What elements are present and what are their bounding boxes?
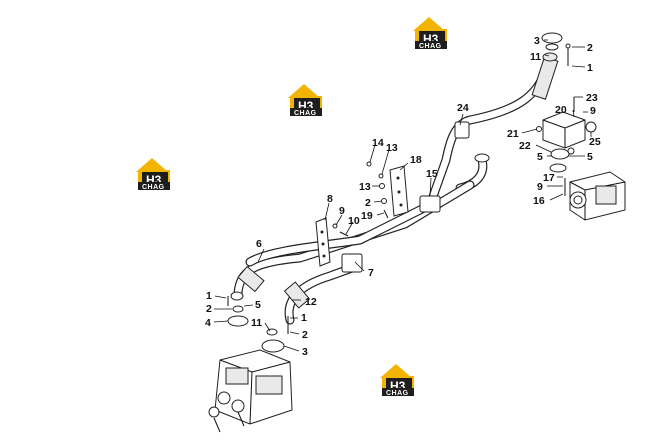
callout-5-right-b: 5 [587, 151, 593, 163]
hose-12 [283, 263, 357, 325]
bracket-8 [315, 217, 331, 267]
callout-24: 24 [457, 102, 469, 114]
callout-9-bracket: 9 [339, 205, 345, 217]
callout-17: 17 [543, 172, 555, 184]
callout-19: 19 [361, 210, 373, 222]
callout-4: 4 [205, 317, 211, 329]
hose-7 [245, 200, 435, 267]
flange-3 [261, 316, 289, 353]
callout-11-top: 11 [530, 51, 541, 63]
callout-2-left: 2 [206, 303, 212, 315]
callout-13-b: 13 [359, 181, 371, 193]
bracket-18 [389, 165, 409, 217]
logo-upper-left: H3 CHAG [288, 84, 322, 117]
logo-word: CHAG [386, 390, 409, 397]
control-valve [208, 349, 293, 433]
callout-5-right-a: 5 [537, 151, 543, 163]
callout-2-lower: 2 [302, 329, 308, 341]
leader-lines [213, 39, 592, 352]
callout-9-valve: 9 [590, 105, 596, 117]
callout-8: 8 [327, 193, 333, 205]
fitting-upper-3 [541, 32, 571, 66]
callout-11-left: 11 [251, 317, 262, 329]
callout-23: 23 [586, 92, 598, 104]
hardware [332, 97, 575, 237]
callout-1-left: 1 [206, 290, 212, 302]
hose-24 [425, 56, 559, 210]
logo-bottom: H3 CHAG [380, 364, 414, 397]
callout-21: 21 [507, 128, 519, 140]
callout-10: 10 [348, 215, 360, 227]
callout-12: 12 [305, 296, 317, 308]
clamp-15 [419, 195, 441, 213]
hose-6 [233, 180, 475, 298]
callout-1-mid: 1 [301, 312, 307, 324]
fitting-lower-right [549, 147, 575, 196]
callout-20: 20 [555, 104, 567, 116]
callout-2-top: 2 [587, 42, 593, 54]
callout-5-left: 5 [255, 299, 261, 311]
logo-left: H3 CHAG [136, 158, 170, 191]
callout-14: 14 [372, 137, 384, 149]
callout-13-a: 13 [386, 142, 398, 154]
callouts: 3 11 2 1 23 20 9 24 21 22 25 5 5 17 9 16… [205, 35, 601, 358]
hose-end-left [230, 265, 265, 301]
pump-16 [569, 171, 626, 221]
callout-3-lower: 3 [302, 346, 308, 358]
callout-6: 6 [256, 238, 262, 250]
logo-word: CHAG [419, 43, 442, 50]
callout-15: 15 [426, 168, 438, 180]
callout-1-top: 1 [587, 62, 593, 74]
flange-4 [227, 296, 249, 327]
callout-9-pump: 9 [537, 181, 543, 193]
clamp-upper [454, 121, 470, 139]
callout-2-mid: 2 [365, 197, 371, 209]
clamp-lower [341, 253, 363, 273]
hose-upper-right [455, 153, 490, 193]
logo-word: CHAG [142, 184, 165, 191]
callout-3-top: 3 [534, 35, 540, 47]
callout-22: 22 [519, 140, 531, 152]
callout-18: 18 [410, 154, 422, 166]
callout-16: 16 [533, 195, 545, 207]
callout-25: 25 [589, 136, 601, 148]
logo-top-center: H3 CHAG [413, 17, 447, 50]
logo-word: CHAG [294, 110, 317, 117]
callout-7: 7 [368, 267, 374, 279]
